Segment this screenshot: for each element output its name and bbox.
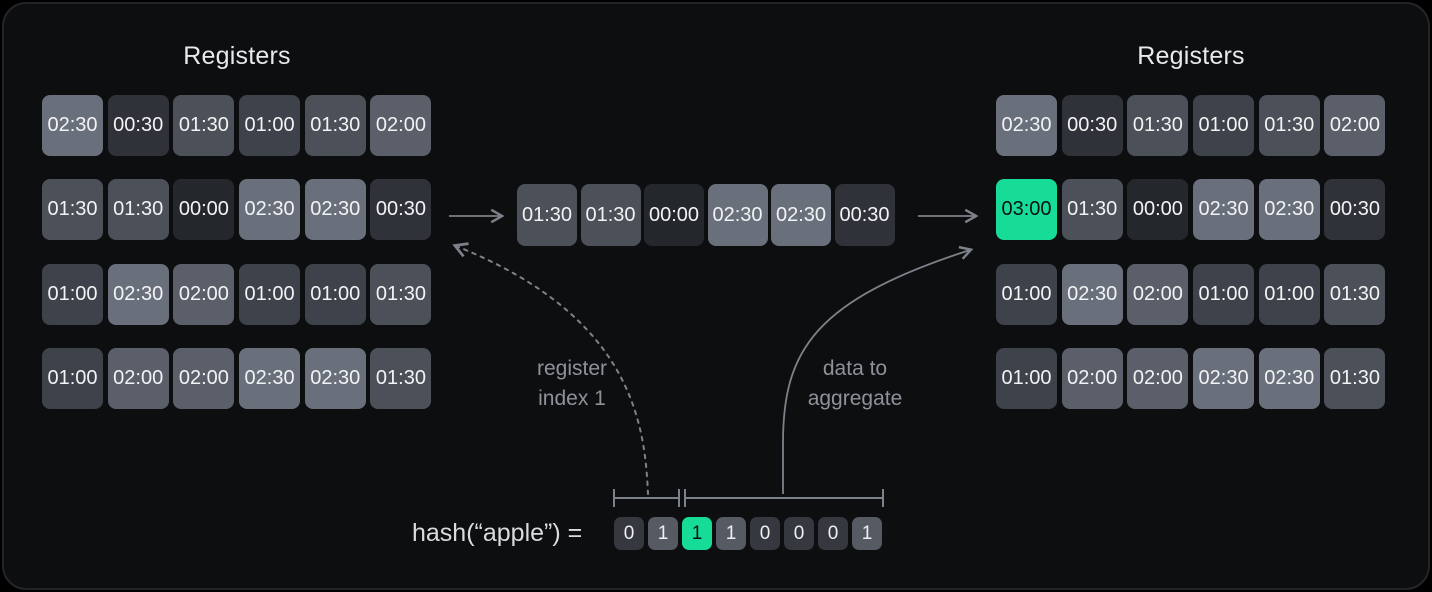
register-cell: 01:00	[239, 263, 301, 325]
register-cell: 00:30	[107, 95, 169, 156]
register-cell: 01:30	[517, 184, 577, 246]
register-cell: 00:30	[1324, 179, 1386, 241]
register-cell: 00:00	[1127, 179, 1189, 241]
register-cell: 02:30	[1193, 347, 1255, 409]
register-cell: 01:30	[1061, 179, 1123, 241]
register-cell: 01:30	[1324, 347, 1386, 409]
register-cell: 02:30	[239, 179, 301, 241]
register-cell: 01:00	[996, 347, 1057, 409]
register-cell: 00:00	[173, 179, 235, 241]
register-cell: 02:00	[1324, 95, 1386, 156]
register-cell: 00:00	[644, 184, 704, 246]
register-cell: 02:30	[771, 184, 831, 246]
register-cell: 02:30	[239, 347, 301, 409]
register-cell: 01:30	[42, 179, 103, 241]
hash-bit: 0	[818, 517, 848, 550]
register-cell: 01:00	[1193, 263, 1255, 325]
register-index-label: register index 1	[536, 357, 608, 410]
register-cell: 02:30	[304, 347, 366, 409]
register-cell: 01:30	[580, 184, 641, 246]
register-cell: 02:00	[173, 263, 235, 325]
data-to-aggregate-label: data to aggregate	[807, 357, 903, 410]
register-cell: 02:30	[1258, 347, 1320, 409]
register-cell: 02:30	[1193, 179, 1255, 241]
register-cell: 01:00	[239, 95, 301, 156]
register-cell: 02:00	[1127, 263, 1189, 325]
hash-bit: 1	[648, 517, 678, 550]
register-cell: 02:00	[1061, 347, 1123, 409]
register-cell: 02:30	[304, 179, 366, 241]
register-cell: 02:00	[173, 347, 235, 409]
register-cell: 02:30	[996, 95, 1057, 156]
hash-bit: 1	[852, 517, 882, 550]
register-cell: 01:30	[107, 179, 169, 241]
register-cell: 01:30	[1127, 95, 1189, 156]
register-cell: 01:00	[1258, 263, 1320, 325]
right-registers-title: Registers	[1137, 42, 1245, 70]
register-cell: 01:30	[370, 347, 432, 409]
hash-expression: hash(“apple”) =	[412, 519, 583, 547]
register-cell: 01:30	[370, 263, 432, 325]
register-cell: 02:00	[370, 95, 432, 156]
register-cell: 01:30	[1324, 263, 1386, 325]
register-cell: 00:30	[1061, 95, 1123, 156]
hash-bit: 0	[750, 517, 780, 550]
hash-bit: 0	[614, 517, 644, 550]
register-cell: 02:30	[1258, 179, 1320, 241]
hash-bit: 1	[716, 517, 746, 550]
left-registers-title: Registers	[183, 42, 291, 70]
register-cell: 01:00	[304, 263, 366, 325]
register-cell: 02:00	[1127, 347, 1189, 409]
register-cell: 02:30	[707, 184, 768, 246]
register-cell: 01:00	[1193, 95, 1255, 156]
register-cell: 01:00	[42, 263, 103, 325]
register-cell: 01:30	[173, 95, 235, 156]
register-cell: 01:00	[996, 263, 1057, 325]
hash-bit: 0	[784, 517, 814, 550]
register-cell: 02:00	[107, 347, 169, 409]
hash-bit-highlighted: 1	[682, 517, 712, 550]
register-cell: 02:30	[42, 95, 103, 156]
register-cell: 00:30	[834, 184, 895, 246]
register-cell: 00:30	[370, 179, 432, 241]
register-cell: 01:30	[304, 95, 366, 156]
register-cell: 02:30	[107, 263, 169, 325]
register-cell: 01:00	[42, 347, 103, 409]
register-cell: 02:30	[1061, 263, 1123, 325]
register-cell-highlighted: 03:00	[996, 179, 1057, 241]
register-cell: 01:30	[1258, 95, 1320, 156]
